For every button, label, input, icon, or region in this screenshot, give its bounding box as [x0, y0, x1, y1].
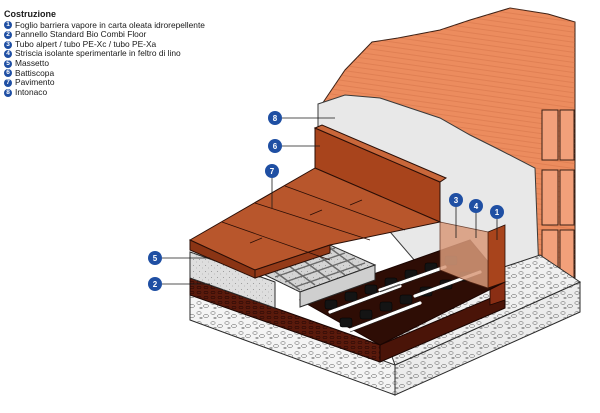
callout-1: 1 [490, 205, 504, 219]
panel-front-texture [190, 278, 380, 362]
insulation-strip [439, 221, 489, 289]
heating-pipe [328, 284, 402, 314]
floor-panel [189, 277, 506, 363]
legend-number-4: 4 [4, 50, 12, 59]
callout-8: 8 [268, 111, 282, 125]
heating-pipe [348, 301, 422, 332]
callout-circle [265, 164, 279, 178]
callout-label: 4 [474, 202, 479, 211]
callout-3: 3 [449, 193, 463, 207]
legend-text-1: Foglio barriera vapore in carta oleata i… [15, 19, 205, 30]
heating-pipe [378, 265, 447, 292]
brick-cell [559, 169, 575, 226]
callout-circle [268, 111, 282, 125]
callout-5: 5 [148, 251, 162, 265]
callout-label: 6 [273, 142, 278, 151]
legend-number-6: 6 [4, 69, 12, 78]
callout-leaders [162, 117, 498, 285]
brick-cell [541, 169, 559, 226]
vapour-barrier-sheet [487, 224, 506, 289]
callout-circle [469, 199, 483, 213]
callout-label: 8 [273, 114, 278, 123]
legend-title: Costruzione [4, 9, 57, 19]
legend-number-3: 3 [4, 40, 12, 49]
callout-circle [148, 251, 162, 265]
callout-circle [490, 205, 504, 219]
legend-number-2: 2 [4, 30, 12, 39]
screed-exposed-side [299, 264, 376, 308]
panel-side [379, 291, 506, 363]
baseboard-top [313, 124, 448, 183]
concrete-side-texture [395, 282, 580, 395]
legend-text-4: Striscia isolante sperimentarle in feltr… [15, 48, 181, 59]
callout-label: 1 [495, 208, 500, 217]
legend-text-5: Massetto [15, 57, 49, 68]
brick-cell [541, 109, 559, 161]
concrete-front-texture [190, 290, 395, 395]
brick-cell [559, 109, 575, 161]
callout-circle [268, 139, 282, 153]
callout-circle [148, 277, 162, 291]
legend-text-3: Tubo alpert / tubo PE-Xc / tubo PE-Xa [15, 38, 157, 49]
legend-number-8: 8 [4, 88, 12, 97]
screed-layer [189, 244, 377, 309]
callout-7: 7 [265, 164, 279, 178]
callout-label: 7 [270, 167, 275, 176]
callout-circle [449, 193, 463, 207]
legend-number-7: 7 [4, 78, 12, 87]
callout-label: 2 [153, 280, 158, 289]
legend-text-8: Intonaco [15, 86, 48, 97]
callout-4: 4 [469, 199, 483, 213]
callout-label: 5 [153, 254, 158, 263]
screed-front-texture [190, 252, 275, 308]
legend-number-5: 5 [4, 59, 12, 68]
legend-number-1: 1 [4, 21, 12, 30]
callout-label: 3 [454, 196, 459, 205]
callout-6: 6 [268, 139, 282, 153]
legend-text-6: Battiscopa [15, 67, 55, 78]
legend-text-2: Pannello Standard Bio Combi Floor [15, 29, 147, 40]
wood-floor [188, 167, 442, 279]
wood-floor-joints [221, 185, 406, 261]
callout-2: 2 [148, 277, 162, 291]
legend-text-7: Pavimento [15, 77, 55, 88]
